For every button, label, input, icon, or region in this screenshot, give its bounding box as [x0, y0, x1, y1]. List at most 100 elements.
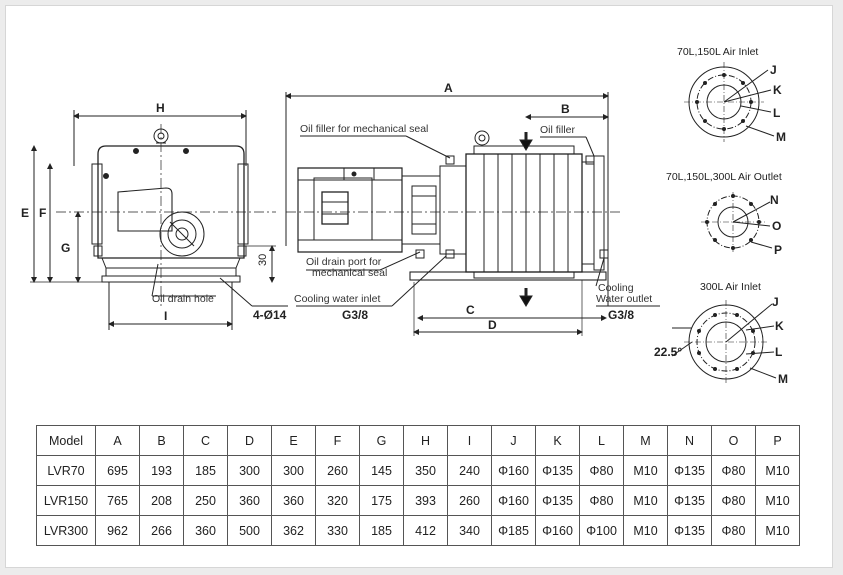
- value-cell: 360: [271, 485, 316, 516]
- value-cell: Φ100: [579, 515, 624, 546]
- callout-oil-drain-hole: Oil drain hole: [152, 293, 214, 305]
- dim-label-holes: 4-Ø14: [253, 308, 287, 322]
- value-cell: 330: [315, 515, 360, 546]
- flange-label-o: O: [772, 219, 781, 233]
- flange-label-k: K: [773, 83, 782, 97]
- value-cell: Φ135: [667, 455, 712, 486]
- model-cell: LVR300: [36, 515, 96, 546]
- value-cell: Φ185: [491, 515, 536, 546]
- callout-oil-drain-port-2: mechanical seal: [312, 267, 387, 279]
- dim-label-f: F: [39, 206, 46, 220]
- column-header-k: K: [535, 425, 580, 456]
- value-cell: 266: [139, 515, 184, 546]
- flange-air-inlet-300: 300L Air Inlet J K L M 22.5°: [654, 281, 788, 386]
- value-cell: 175: [359, 485, 404, 516]
- dim-label-e: E: [21, 206, 29, 220]
- dim-label-i: I: [164, 309, 167, 323]
- value-cell: 695: [95, 455, 140, 486]
- value-cell: 962: [95, 515, 140, 546]
- column-header-m: M: [623, 425, 668, 456]
- column-header-e: E: [271, 425, 316, 456]
- dim-label-c: C: [466, 303, 475, 317]
- front-view: [285, 92, 660, 336]
- value-cell: 300: [271, 455, 316, 486]
- column-header-model: Model: [36, 425, 96, 456]
- value-cell: 185: [359, 515, 404, 546]
- value-cell: 393: [403, 485, 448, 516]
- column-header-f: F: [315, 425, 360, 456]
- column-header-l: L: [579, 425, 624, 456]
- column-header-c: C: [183, 425, 228, 456]
- callout-cooling-outlet-1: Cooling: [598, 282, 634, 294]
- dim-label-30: 30: [257, 254, 269, 266]
- value-cell: 340: [447, 515, 492, 546]
- value-cell: Φ80: [711, 485, 756, 516]
- dim-label-d: D: [488, 318, 497, 332]
- column-header-h: H: [403, 425, 448, 456]
- flange-label-p: P: [774, 243, 782, 257]
- callout-cooling-water-inlet: Cooling water inlet: [294, 293, 380, 305]
- value-cell: 145: [359, 455, 404, 486]
- dim-label-g: G: [61, 241, 70, 255]
- value-cell: Φ135: [535, 485, 580, 516]
- column-header-o: O: [711, 425, 756, 456]
- flange-label-n: N: [770, 193, 779, 207]
- value-cell: 240: [447, 455, 492, 486]
- value-cell: 193: [139, 455, 184, 486]
- side-view: [30, 110, 288, 330]
- value-cell: 765: [95, 485, 140, 516]
- value-cell: Φ135: [667, 515, 712, 546]
- value-cell: M10: [623, 485, 668, 516]
- flange-angle-label: 22.5°: [654, 345, 682, 359]
- value-cell: 185: [183, 455, 228, 486]
- flange-label-m: M: [776, 130, 786, 144]
- column-header-i: I: [447, 425, 492, 456]
- flange-air-inlet-70-150: 70L,150L Air Inlet J K L M: [677, 46, 786, 144]
- column-header-b: B: [139, 425, 184, 456]
- model-cell: LVR70: [36, 455, 96, 486]
- value-cell: 250: [183, 485, 228, 516]
- value-cell: 208: [139, 485, 184, 516]
- dim-label-b: B: [561, 102, 570, 116]
- value-cell: 260: [315, 455, 360, 486]
- flange-label-l: L: [775, 345, 782, 359]
- dim-label-h: H: [156, 101, 165, 115]
- callout-oil-filler: Oil filler: [540, 124, 576, 136]
- value-cell: M10: [755, 515, 800, 546]
- value-cell: 300: [227, 455, 272, 486]
- column-header-j: J: [491, 425, 536, 456]
- column-header-a: A: [95, 425, 140, 456]
- column-header-p: P: [755, 425, 800, 456]
- technical-drawing: H E F G I 30 4-Ø14 Oil drain hole: [21, 46, 788, 386]
- value-cell: M10: [755, 485, 800, 516]
- callout-cooling-outlet-2: Water outlet: [596, 293, 652, 305]
- callout-oil-drain-port-1: Oil drain port for: [306, 256, 382, 268]
- flange-label-l: L: [773, 106, 780, 120]
- model-cell: LVR150: [36, 485, 96, 516]
- flange-label-k: K: [775, 319, 784, 333]
- flange-title: 300L Air Inlet: [700, 281, 761, 293]
- value-cell: Φ80: [711, 455, 756, 486]
- flange-title: 70L,150L Air Inlet: [677, 46, 758, 58]
- value-cell: Φ160: [491, 485, 536, 516]
- dim-label-a: A: [444, 81, 453, 95]
- value-cell: M10: [755, 455, 800, 486]
- value-cell: 360: [183, 515, 228, 546]
- value-cell: 412: [403, 515, 448, 546]
- value-cell: 350: [403, 455, 448, 486]
- flange-title: 70L,150L,300L Air Outlet: [666, 171, 782, 183]
- column-header-n: N: [667, 425, 712, 456]
- value-cell: 360: [227, 485, 272, 516]
- flange-label-m: M: [778, 372, 788, 386]
- callout-oil-filler-seal: Oil filler for mechanical seal: [300, 123, 428, 135]
- flange-air-outlet: 70L,150L,300L Air Outlet N O P: [666, 171, 782, 257]
- value-cell: Φ160: [491, 455, 536, 486]
- value-cell: 320: [315, 485, 360, 516]
- column-header-g: G: [359, 425, 404, 456]
- value-cell: 362: [271, 515, 316, 546]
- column-header-d: D: [227, 425, 272, 456]
